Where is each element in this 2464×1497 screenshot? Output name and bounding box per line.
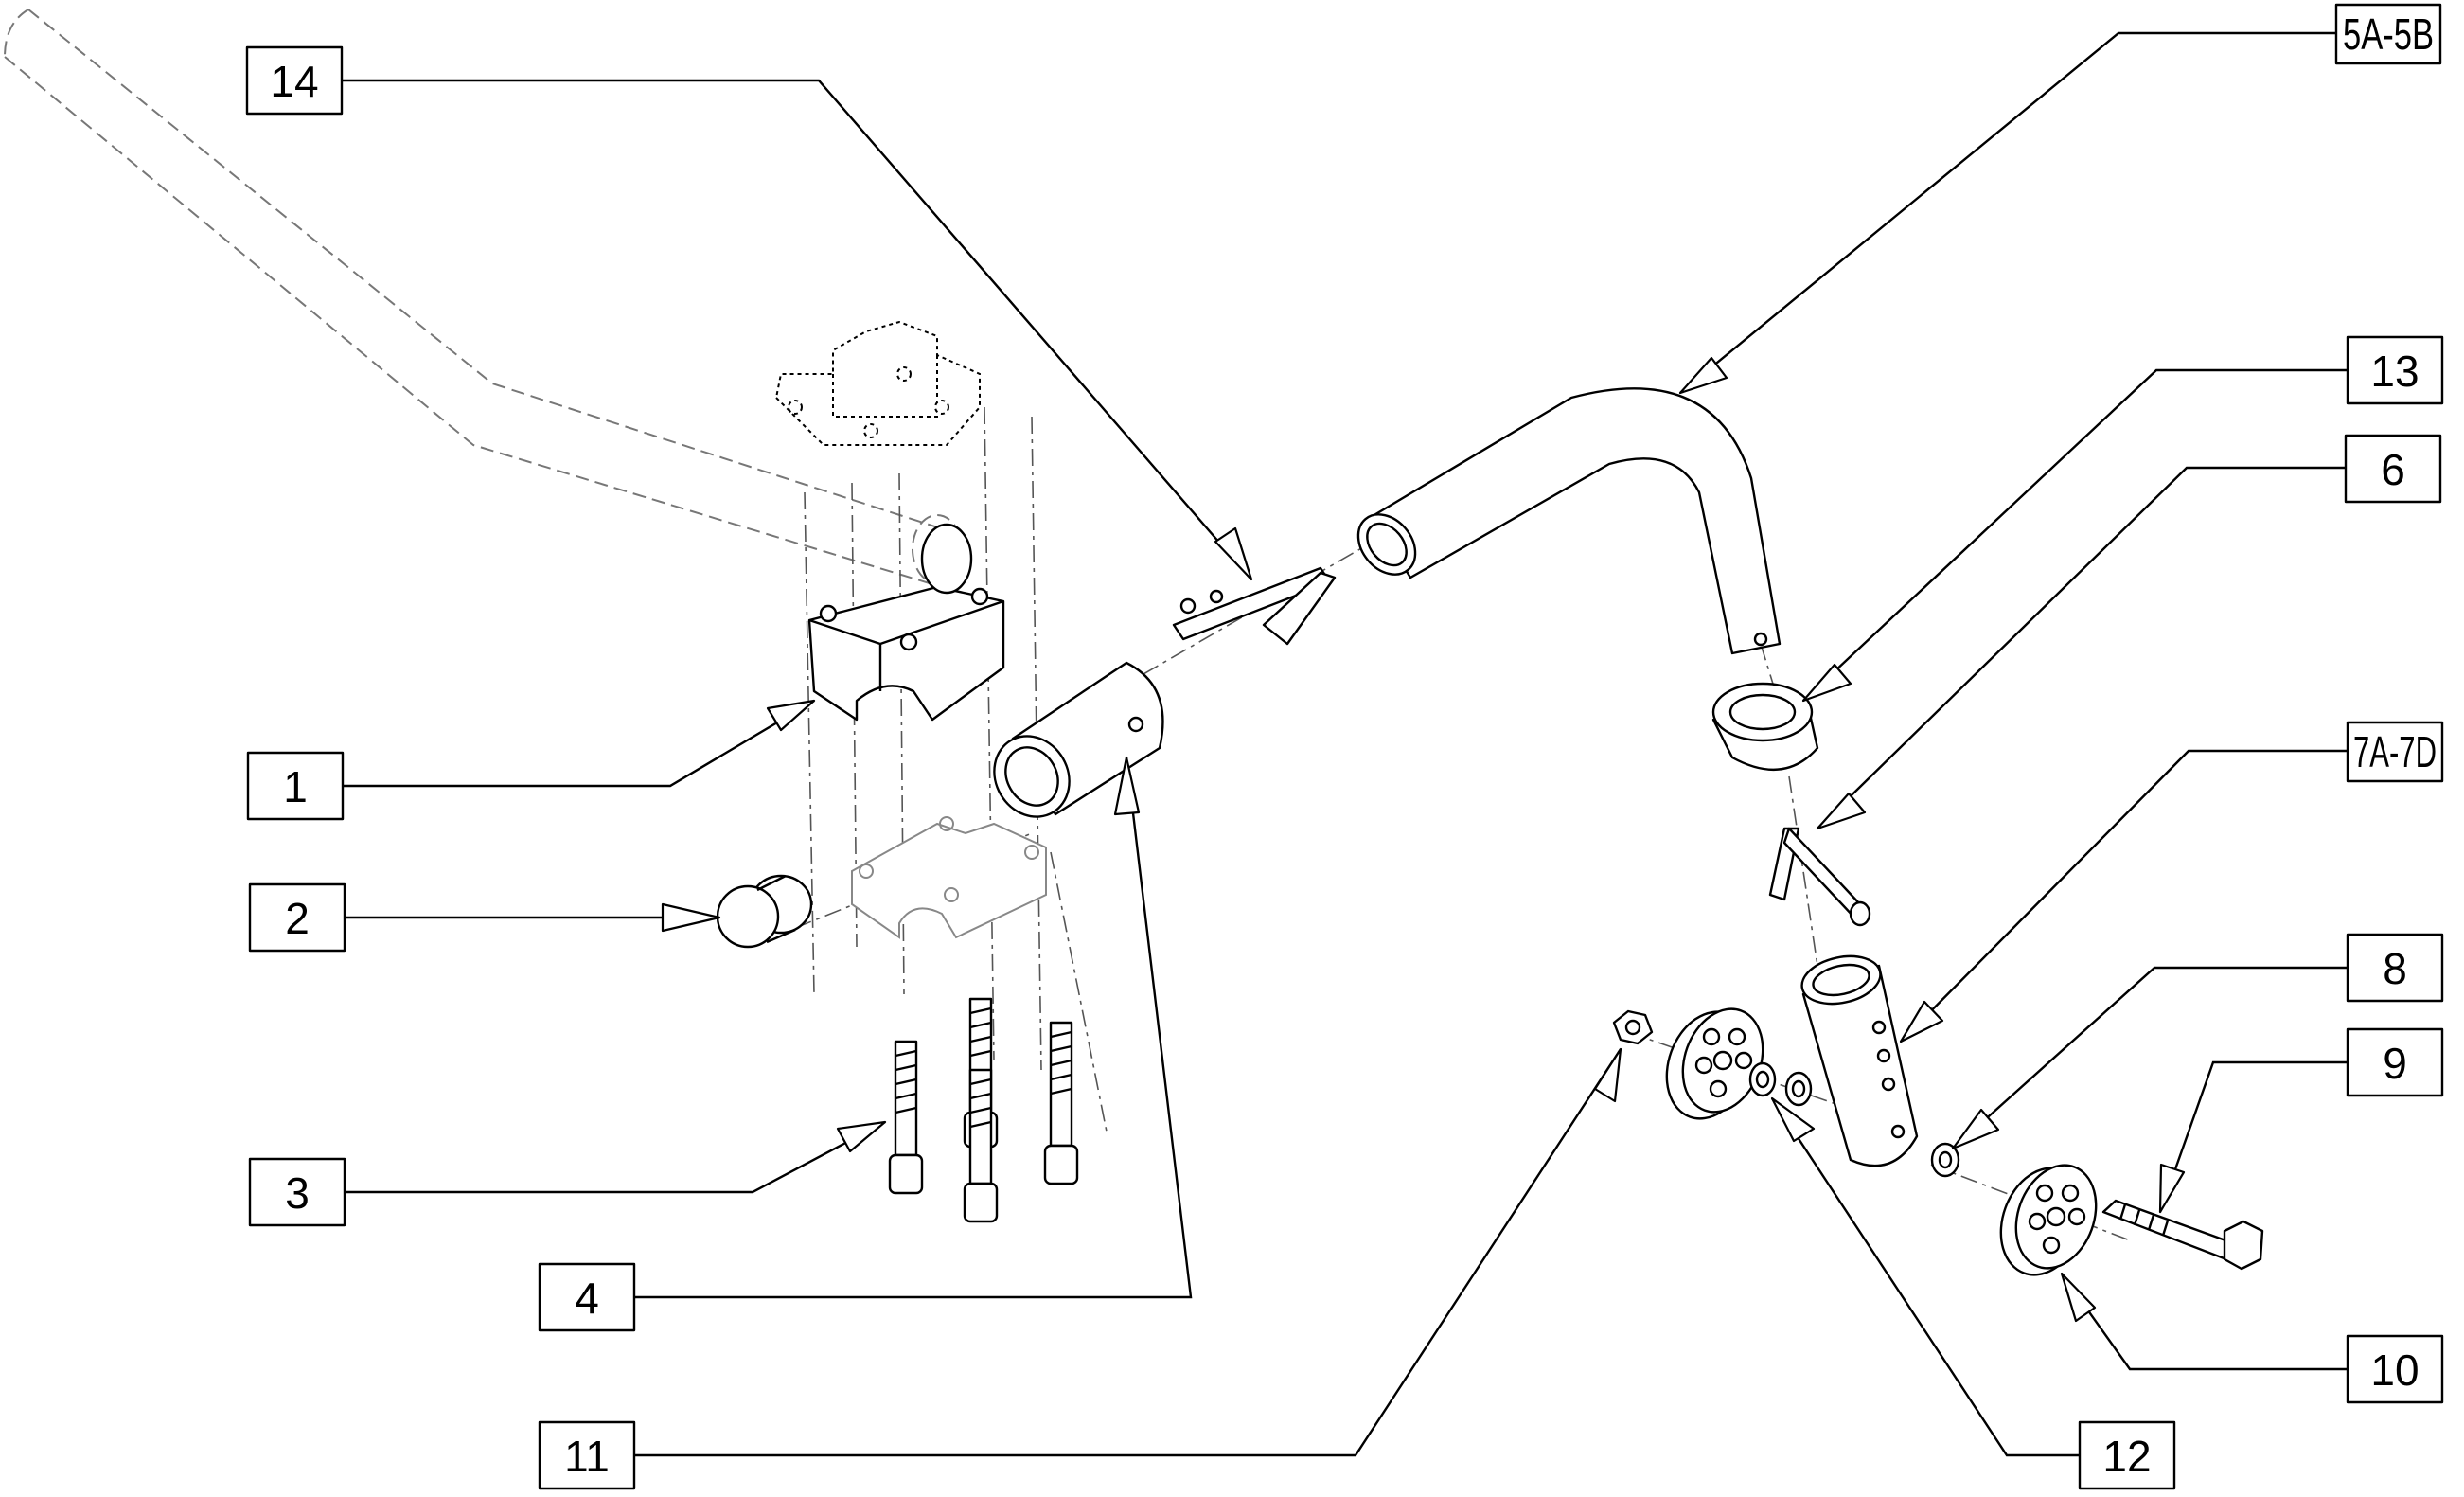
arrow-12 (1770, 1096, 1816, 1143)
callout-5-text: 5A-5B (2343, 9, 2434, 59)
arrow-2 (661, 902, 721, 933)
sleeve-tube (993, 661, 1164, 818)
leader-11 (634, 1048, 1622, 1457)
collar-ring (1711, 682, 1819, 772)
callout-3: 3 (248, 1157, 346, 1227)
callout-6: 6 (2344, 434, 2442, 504)
arrow-13 (1801, 663, 1852, 703)
leader-10 (2061, 1273, 2348, 1371)
cap-screws (888, 997, 1079, 1223)
leader-14 (342, 79, 1252, 580)
arrow-14 (1214, 526, 1253, 581)
callout-13-text: 13 (2370, 347, 2419, 396)
washers (1748, 1061, 1960, 1178)
callout-11-text: 11 (564, 1432, 610, 1481)
callout-labels: 1 2 3 4 5A-5B 6 7A-7D 8 (245, 3, 2444, 1490)
arrow-1 (766, 699, 816, 732)
arrow-9 (2158, 1163, 2186, 1214)
leader-4 (634, 757, 1193, 1299)
leader-lines (342, 31, 2348, 1457)
hub-disc-right (1999, 1164, 2098, 1276)
clamp-block (807, 523, 1005, 722)
clip-pin (1768, 827, 1871, 927)
callout-7: 7A-7D (2346, 721, 2444, 783)
bent-arm-tube (1356, 387, 1782, 655)
arrow-4 (1113, 756, 1141, 816)
arrow-11 (1593, 1047, 1622, 1103)
callout-1-text: 1 (283, 762, 308, 811)
callout-8: 8 (2346, 933, 2444, 1003)
leader-arrowheads (661, 356, 2186, 1323)
callout-10: 10 (2346, 1334, 2444, 1404)
callout-7-text: 7A-7D (2353, 727, 2437, 776)
leader-8 (1952, 966, 2348, 1149)
callout-14: 14 (245, 45, 344, 116)
callout-8-text: 8 (2383, 944, 2407, 993)
leader-1 (343, 699, 815, 788)
callout-3-text: 3 (285, 1168, 310, 1218)
lower-clamp (851, 816, 1047, 939)
arrow-6 (1816, 792, 1867, 830)
callout-2-text: 2 (285, 894, 310, 943)
upper-clamp-phantom (774, 320, 981, 446)
leader-5 (1679, 31, 2336, 394)
arrow-3 (836, 1120, 887, 1153)
arrow-8 (1951, 1108, 2000, 1150)
callout-9-text: 9 (2383, 1039, 2407, 1088)
callout-4-text: 4 (575, 1274, 599, 1323)
vertical-post (1800, 954, 1919, 1167)
arrow-10 (2060, 1272, 2097, 1323)
callout-10-text: 10 (2370, 1346, 2419, 1395)
arrow-7 (1899, 1000, 1944, 1043)
leader-12 (1770, 1097, 2080, 1457)
callout-12: 12 (2078, 1420, 2176, 1490)
spring-clip (1172, 566, 1337, 646)
callout-2: 2 (248, 882, 346, 953)
callout-14-text: 14 (270, 57, 318, 106)
callout-12-text: 12 (2102, 1432, 2151, 1481)
hub-disc-left (1665, 1007, 1764, 1120)
callout-13: 13 (2346, 335, 2444, 405)
callout-4: 4 (538, 1262, 636, 1332)
end-plug (716, 874, 813, 949)
phantom-handle-outline (4, 9, 963, 588)
leader-13 (1802, 368, 2348, 702)
hex-bolt (2101, 1199, 2264, 1271)
callout-9: 9 (2346, 1027, 2444, 1097)
callout-6-text: 6 (2381, 445, 2405, 494)
callout-5: 5A-5B (2334, 3, 2442, 65)
hex-nut (1612, 1009, 1654, 1045)
callout-11: 11 (538, 1420, 636, 1490)
arrow-5 (1678, 356, 1728, 395)
leader-3 (345, 1120, 886, 1194)
leader-7 (1900, 749, 2348, 1043)
callout-1: 1 (246, 751, 345, 821)
leader-6 (1817, 466, 2346, 829)
leader-9 (2158, 1060, 2348, 1213)
